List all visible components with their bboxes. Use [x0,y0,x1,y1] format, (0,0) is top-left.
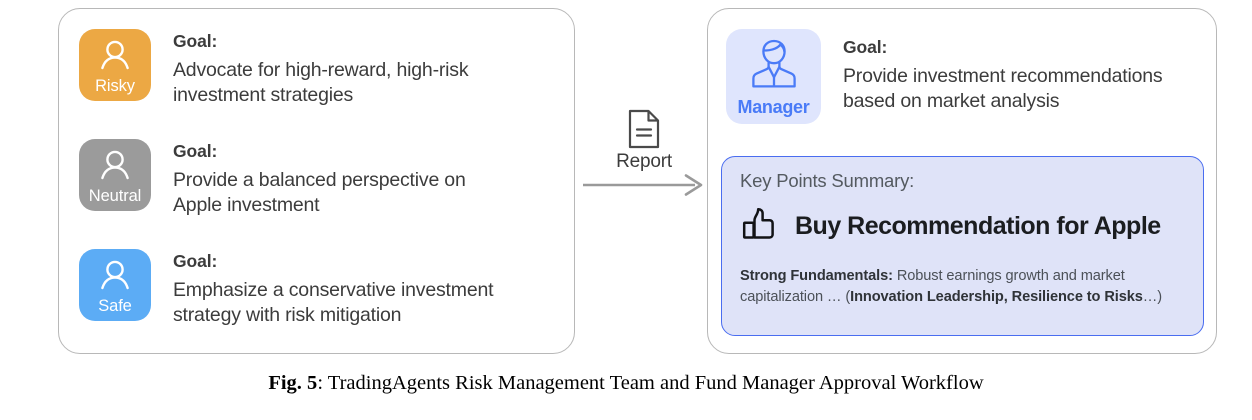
person-icon [98,150,132,185]
agent-badge-neutral[interactable]: Neutral [79,139,151,211]
report-connector: Report [583,105,705,196]
agent-badge-label: Risky [95,76,135,95]
agent-badge-label: Neutral [88,186,142,205]
manager-badge[interactable]: Manager [726,29,821,124]
goal-title: Goal: [173,141,218,161]
goal-title: Goal: [173,31,218,51]
agent-goal-block: Goal: Emphasize a conservative investmen… [173,249,494,328]
manager-badge-label: Manager [737,97,810,117]
recommendation-headline: Buy Recommendation for Apple [795,212,1161,240]
manager-person-icon [746,37,802,96]
agent-badge-safe[interactable]: Safe [79,249,151,321]
recommendation-row: Buy Recommendation for Apple [740,206,1185,247]
caption-separator: : [317,372,328,394]
agent-row-safe: Safe Goal: Emphasize a conservative inve… [79,249,494,328]
key-points-summary-box: Key Points Summary: Buy Recommendation f… [721,156,1204,336]
goal-text: Advocate for high-reward, high-risk inve… [173,59,469,107]
agent-badge-label: Safe [98,296,132,315]
caption-number: Fig. 5 [268,372,318,394]
caption-text: TradingAgents Risk Management Team and F… [327,372,984,394]
agent-row-neutral: Neutral Goal: Provide a balanced perspec… [79,139,466,218]
manager-header: Manager Goal: Provide investment recomme… [726,29,1163,124]
agent-goal-block: Goal: Provide a balanced perspective on … [173,139,466,218]
key-points-title: Key Points Summary: [740,170,915,191]
goal-text: Provide a balanced perspective on Apple … [173,169,466,217]
goal-title: Goal: [173,251,218,271]
goal-text: Provide investment recommendations based… [843,65,1163,113]
goal-text: Emphasize a conservative investment stra… [173,279,494,327]
thumbs-up-icon [740,206,778,247]
agent-row-risky: Risky Goal: Advocate for high-reward, hi… [79,29,469,108]
summary-body: Strong Fundamentals: Robust earnings gro… [740,268,1163,305]
manager-goal-block: Goal: Provide investment recommendations… [843,29,1163,114]
goal-title: Goal: [843,37,888,57]
person-icon [98,260,132,295]
document-icon [627,109,661,154]
report-label: Report [616,151,672,172]
fund-manager-panel: Manager Goal: Provide investment recomme… [707,8,1217,354]
figure-caption: Fig. 5: TradingAgents Risk Management Te… [0,372,1252,395]
arrow-right-icon [583,173,705,202]
risk-management-team-panel: Risky Goal: Advocate for high-reward, hi… [58,8,575,354]
agent-badge-risky[interactable]: Risky [79,29,151,101]
person-icon [98,40,132,75]
agent-goal-block: Goal: Advocate for high-reward, high-ris… [173,29,469,108]
